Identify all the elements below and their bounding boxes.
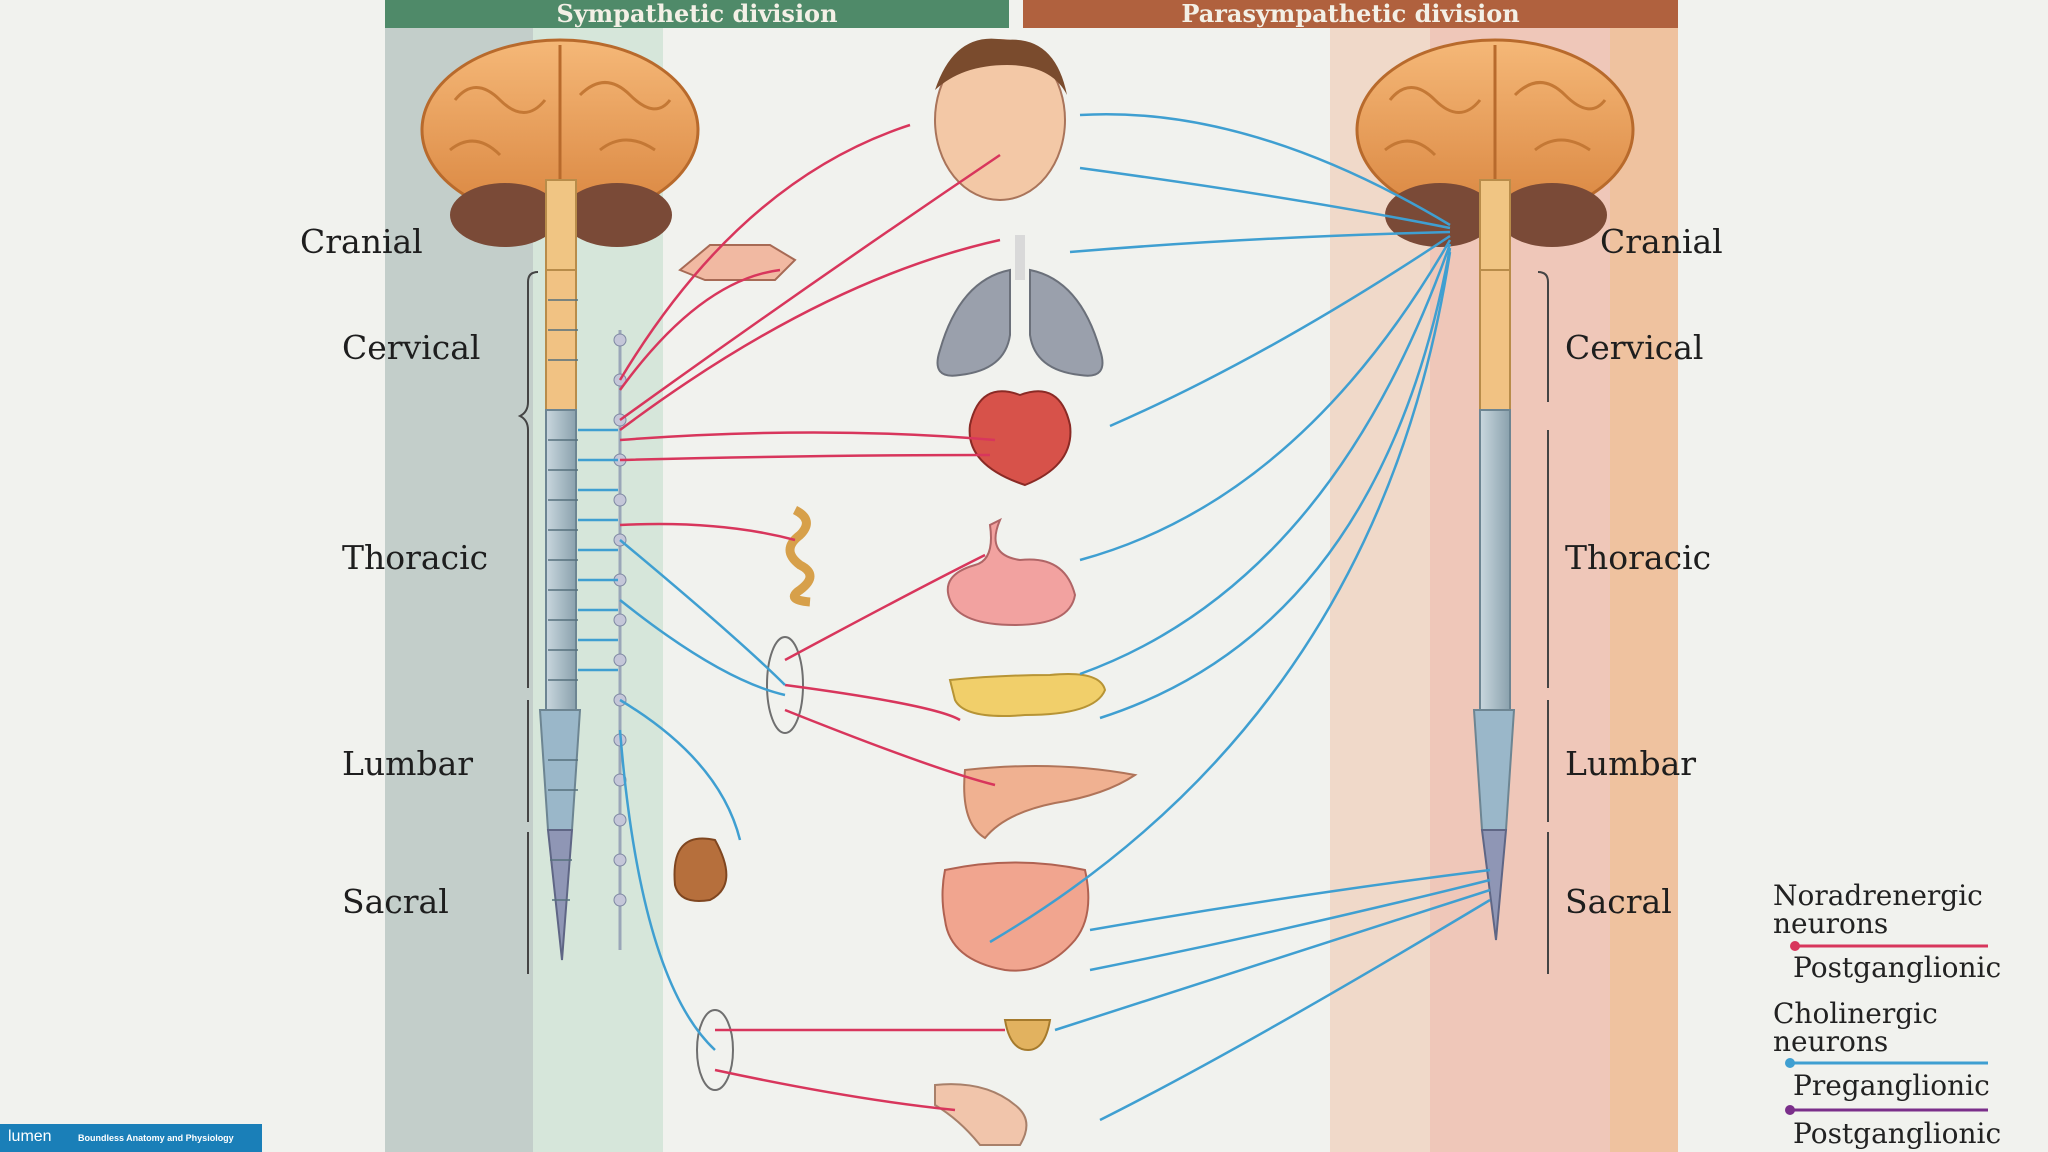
label-sacral-left: Sacral [342,882,449,921]
large-intestine-organ [941,861,1090,972]
kidney-organ [673,837,728,902]
label-thoracic-left: Thoracic [342,538,489,577]
legend-noradrenergic-title-2: neurons [1773,907,1889,940]
legend-cholinergic-title-1: Cholinergic [1773,997,1938,1030]
brain-right [1355,38,1635,247]
legend-cholinergic-postganglionic: Postganglionic [1793,1117,2002,1150]
legend-noradrenergic-title-1: Noradrenergic [1773,879,1983,912]
label-cervical-left: Cervical [342,328,481,367]
sympathetic-postganglionic-nerves [618,123,1005,1112]
label-cervical-right: Cervical [1565,328,1704,367]
sympathetic-preganglionic-nerves [578,428,786,1051]
intestine-small-organ [785,505,815,607]
legend-cholinergic-title-2: neurons [1773,1025,1889,1058]
label-lumbar-left: Lumbar [342,744,474,783]
legend-cholinergic-preganglionic: Preganglionic [1793,1069,1990,1102]
bladder-organ [1003,1019,1052,1052]
region-brackets-right [1537,271,1549,974]
spinal-cord-left [538,179,582,961]
pancreas-organ [948,673,1107,717]
collateral-ganglia [696,636,804,1091]
legend-lines [1785,941,1988,1115]
sympathetic-division-header: Sympathetic division [385,0,1009,28]
label-sacral-right: Sacral [1565,882,1672,921]
lumen-subtitle: Boundless Anatomy and Physiology [78,1133,234,1143]
label-cranial-right: Cranial [1600,222,1723,261]
genital-organ [934,1083,1028,1146]
label-cranial-left: Cranial [300,222,423,261]
legend-noradrenergic-postganglionic: Postganglionic [1793,951,2002,984]
spinal-cord-right [1472,179,1516,941]
region-brackets-left [517,271,539,974]
lungs-organ [936,235,1104,377]
liver-organ [963,765,1138,840]
parasympathetic-preganglionic-nerves [989,113,1491,1122]
label-lumbar-right: Lumbar [1565,744,1697,783]
lumen-badge[interactable]: lumen Boundless Anatomy and Physiology [0,1124,262,1152]
band-para-orange [1610,28,1678,1152]
stomach-organ [946,517,1077,627]
chain-ganglia [613,333,627,907]
label-thoracic-right: Thoracic [1565,538,1712,577]
lacrimal-gland-organ [678,244,797,281]
parasympathetic-division-header: Parasympathetic division [1023,0,1678,28]
head-organ [934,38,1067,201]
lumen-logo: lumen [8,1128,52,1145]
heart-organ [968,390,1072,487]
